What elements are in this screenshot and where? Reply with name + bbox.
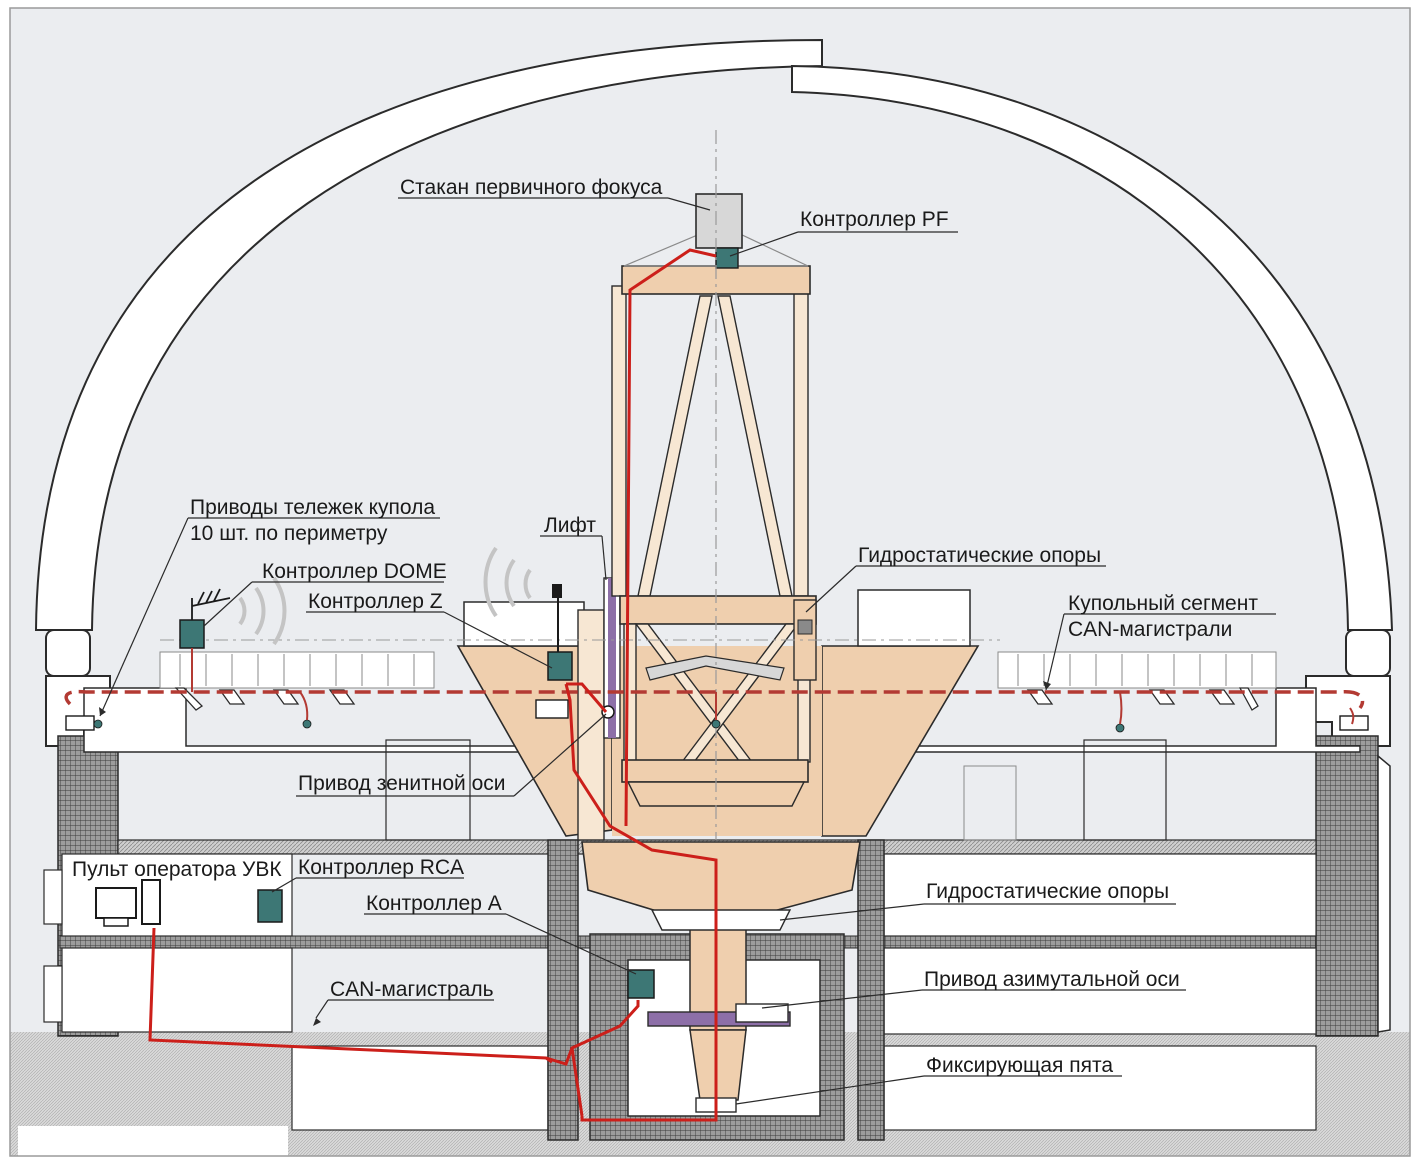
- label-operator-console: Пульт оператора УВК: [72, 858, 282, 881]
- label-dome-controller: Контроллер DOME: [262, 560, 447, 583]
- dome-can-nodes: [93, 719, 1125, 733]
- railing-posts: [179, 654, 1253, 686]
- label-z-controller: Контроллер Z: [308, 590, 443, 613]
- ground-cutout: [18, 1126, 288, 1156]
- pier-wall-left: [547, 839, 579, 1141]
- dome-drive-left: [65, 715, 95, 731]
- dome-rail-right: [1345, 629, 1391, 677]
- z-controller-icon: [547, 651, 573, 681]
- can-bus-wire: [148, 248, 718, 1122]
- monitor-icon: [95, 887, 137, 919]
- label-rca-controller: Контроллер RCA: [298, 856, 464, 879]
- room-right-lower: [883, 947, 1317, 1035]
- dome-antenna-icon: [191, 588, 231, 620]
- z-antenna-icon: [552, 584, 562, 598]
- label-can-bus: CAN-магистраль: [330, 978, 494, 1001]
- dome-shell-left: [34, 38, 823, 631]
- fork-platform-left: [463, 601, 585, 647]
- label-dome-can-1: Купольный сегмент: [1068, 592, 1258, 615]
- label-hydro-upper: Гидростатические опоры: [858, 544, 1101, 567]
- label-lift: Лифт: [544, 514, 596, 537]
- label-pf-controller: Контроллер PF: [800, 208, 949, 231]
- mirror-cell: [621, 759, 809, 783]
- pf-controller-icon: [715, 247, 739, 269]
- label-pf-tube: Стакан первичного фокуса: [400, 176, 663, 199]
- fork-platform-right: [857, 589, 971, 647]
- label-dome-can-2: CAN-магистрали: [1068, 618, 1232, 641]
- label-dome-drives-1: Приводы тележек купола: [190, 496, 435, 519]
- floor-slab: [83, 687, 1361, 753]
- dome-rail-left: [45, 629, 91, 677]
- pier-wall-right: [857, 839, 885, 1141]
- lower-room-left: [61, 947, 293, 1033]
- dome-controller-icon: [179, 619, 205, 649]
- lift-rail: [608, 578, 616, 738]
- label-a-controller: Контроллер A: [366, 892, 502, 915]
- leader-lines: [99, 197, 1276, 1105]
- wireless-waves-icon: [238, 546, 532, 646]
- lift-column: [577, 609, 605, 841]
- top-ring: [621, 265, 811, 295]
- pc-tower-icon: [141, 879, 161, 925]
- outer-frame: [9, 7, 1411, 1157]
- zenith-drive-motor: [535, 699, 569, 719]
- room-right-upper: [883, 853, 1317, 937]
- primary-mirror: [645, 655, 785, 681]
- pf-tube: [695, 193, 743, 249]
- railing-right: [997, 651, 1277, 689]
- outer-wall-right: [1315, 735, 1379, 1037]
- railing-left: [159, 651, 435, 689]
- label-dome-drives-2: 10 шт. по периметру: [190, 522, 388, 545]
- label-fixing-heel: Фиксирующая пята: [926, 1054, 1113, 1077]
- rca-controller-icon: [257, 889, 283, 923]
- dome-can-segment: [64, 689, 1365, 710]
- label-zenith-drive: Привод зенитной оси: [298, 772, 506, 795]
- a-controller-icon: [627, 969, 655, 999]
- center-section: [619, 595, 817, 625]
- label-azimuth-drive: Привод азимутальной оси: [924, 968, 1180, 991]
- azimuth-drive-motor: [735, 1003, 789, 1023]
- label-hydro-lower: Гидростатические опоры: [926, 880, 1169, 903]
